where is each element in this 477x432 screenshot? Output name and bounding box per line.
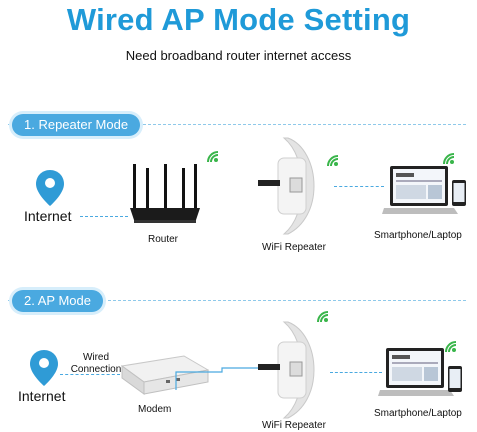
location-pin-icon bbox=[30, 350, 58, 386]
wifi-signal-icon bbox=[207, 151, 219, 163]
connection-line bbox=[330, 372, 382, 374]
internet-label: Internet bbox=[24, 208, 72, 224]
wired-connection-label: Wired Connection bbox=[70, 352, 122, 375]
client-label: Smartphone/Laptop bbox=[374, 408, 462, 419]
section-divider bbox=[8, 124, 466, 126]
smartphone-icon bbox=[452, 180, 466, 206]
router-label: Router bbox=[148, 234, 179, 245]
client-label: Smartphone/Laptop bbox=[374, 230, 462, 241]
router-icon bbox=[130, 164, 200, 223]
laptop-icon bbox=[382, 166, 458, 214]
section-divider bbox=[8, 300, 466, 302]
wifi-signal-icon bbox=[327, 155, 339, 167]
mode-label-ap: 2. AP Mode bbox=[12, 290, 103, 312]
mode-label-repeater: 1. Repeater Mode bbox=[12, 114, 141, 136]
page-subtitle: Need broadband router internet access bbox=[125, 48, 352, 63]
wifi-repeater-icon bbox=[258, 321, 315, 419]
wifi-repeater-icon bbox=[258, 137, 315, 235]
wifi-signal-icon bbox=[317, 311, 329, 323]
page-title: Wired AP Mode Setting bbox=[66, 2, 411, 37]
repeater-label: WiFi Repeater bbox=[262, 420, 326, 431]
location-pin-icon bbox=[36, 170, 64, 206]
smartphone-icon bbox=[448, 366, 462, 392]
connection-line bbox=[334, 186, 384, 188]
repeater-label: WiFi Repeater bbox=[262, 242, 326, 253]
connection-line bbox=[80, 216, 128, 218]
wifi-signal-icon bbox=[445, 341, 457, 353]
laptop-icon bbox=[378, 348, 454, 396]
wifi-signal-icon bbox=[443, 153, 455, 165]
modem-label: Modem bbox=[138, 404, 172, 415]
internet-label: Internet bbox=[18, 388, 66, 404]
connection-line bbox=[60, 374, 120, 376]
